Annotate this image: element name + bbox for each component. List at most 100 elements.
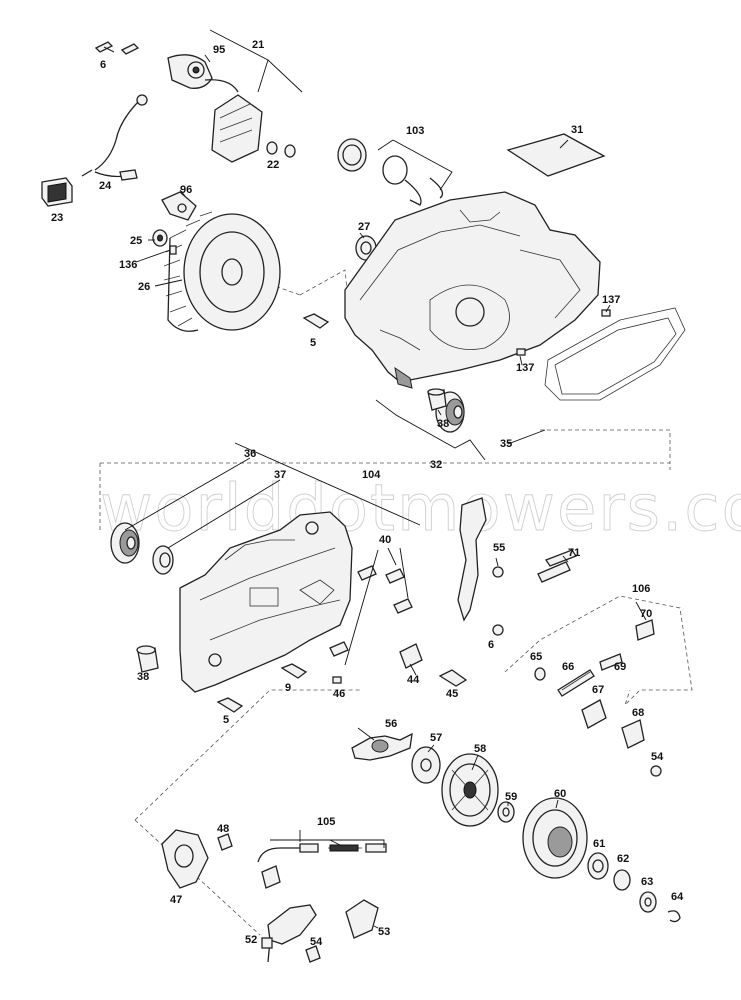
bush-38-lower xyxy=(136,645,159,673)
label-55: 55 xyxy=(493,542,505,554)
label-38-upper: 38 xyxy=(437,418,449,430)
bush-38-upper xyxy=(427,388,447,411)
watermark: worlddotmowers.co.uk xyxy=(100,472,741,546)
label-60: 60 xyxy=(554,788,566,800)
label-68: 68 xyxy=(632,707,644,719)
pump-52 xyxy=(261,904,317,963)
nut-25 xyxy=(152,229,168,247)
label-69: 69 xyxy=(614,661,626,673)
screw-6-top xyxy=(94,41,140,55)
label-56: 56 xyxy=(385,718,397,730)
label-137-mid: 137 xyxy=(516,362,534,374)
sprocket-61 xyxy=(587,852,609,880)
label-31: 31 xyxy=(571,124,583,136)
label-65: 65 xyxy=(530,651,542,663)
label-35: 35 xyxy=(500,438,512,450)
part-44 xyxy=(399,643,423,669)
label-5-upper: 5 xyxy=(310,337,316,349)
ignition-module xyxy=(81,54,263,181)
label-45: 45 xyxy=(446,688,458,700)
label-32: 32 xyxy=(430,459,442,471)
flywheel-26 xyxy=(163,211,281,332)
stud-71 xyxy=(537,549,577,583)
label-104: 104 xyxy=(362,469,381,481)
label-62: 62 xyxy=(617,853,629,865)
label-70: 70 xyxy=(640,608,652,620)
label-96: 96 xyxy=(180,184,192,196)
label-22: 22 xyxy=(267,159,279,171)
label-95: 95 xyxy=(213,44,225,56)
hose-105 xyxy=(257,843,387,889)
switch-23 xyxy=(41,177,73,207)
label-26: 26 xyxy=(138,281,150,293)
clip-64 xyxy=(667,910,681,923)
bracket-96 xyxy=(161,191,197,221)
label-47: 47 xyxy=(170,894,182,906)
key-136 xyxy=(169,245,177,255)
screw-45 xyxy=(438,669,468,687)
label-27: 27 xyxy=(358,221,370,233)
dowel-137 xyxy=(516,309,611,356)
crankcase-upper xyxy=(344,191,601,389)
label-106: 106 xyxy=(632,583,650,595)
washer-63 xyxy=(639,891,657,913)
screw-54-bottom xyxy=(305,945,321,963)
label-40: 40 xyxy=(379,534,391,546)
label-58: 58 xyxy=(474,743,486,755)
label-5-lower: 5 xyxy=(223,714,229,726)
label-21: 21 xyxy=(252,39,264,51)
label-105: 105 xyxy=(317,816,335,828)
label-6-top: 6 xyxy=(100,59,106,71)
label-36: 36 xyxy=(244,448,256,460)
bearing-36 xyxy=(110,522,140,564)
screw-5-upper xyxy=(302,313,330,329)
label-52: 52 xyxy=(245,934,257,946)
gasket-31 xyxy=(506,133,606,177)
label-103: 103 xyxy=(406,125,424,137)
label-53: 53 xyxy=(378,926,390,938)
label-24: 24 xyxy=(99,180,112,192)
label-38-lower: 38 xyxy=(137,671,149,683)
label-59: 59 xyxy=(505,791,517,803)
washer-57 xyxy=(411,746,441,784)
washer-59 xyxy=(497,801,515,823)
label-48: 48 xyxy=(217,823,229,835)
label-57: 57 xyxy=(430,732,442,744)
chain-catcher-55 xyxy=(457,497,504,636)
stud-40 xyxy=(329,565,413,657)
label-64: 64 xyxy=(671,891,684,903)
label-37: 37 xyxy=(274,469,286,481)
screw-5-lower xyxy=(216,697,244,713)
clutch-shoe-56 xyxy=(351,732,413,761)
part-labels: 6 95 21 22 24 23 96 25 136 26 103 31 27 … xyxy=(51,39,684,948)
seal-37 xyxy=(152,545,174,575)
gasket-right xyxy=(544,307,686,401)
cap-103 xyxy=(337,138,444,206)
label-137-top: 137 xyxy=(602,294,620,306)
label-63: 63 xyxy=(641,876,653,888)
label-54-bottom: 54 xyxy=(310,936,323,948)
bracket-47 xyxy=(161,829,209,889)
label-25: 25 xyxy=(130,235,142,247)
label-23: 23 xyxy=(51,212,63,224)
crankcase-lower xyxy=(179,511,353,693)
clutch-drum-60 xyxy=(522,797,588,879)
label-67: 67 xyxy=(592,684,604,696)
label-71: 71 xyxy=(568,547,580,559)
label-54-right: 54 xyxy=(651,751,664,763)
screw-48 xyxy=(217,833,233,851)
label-66: 66 xyxy=(562,661,574,673)
label-6-mid: 6 xyxy=(488,639,494,651)
label-46: 46 xyxy=(333,688,345,700)
label-61: 61 xyxy=(593,838,605,850)
pump-53 xyxy=(345,899,379,939)
screw-9 xyxy=(280,663,308,679)
label-9: 9 xyxy=(285,682,291,694)
bearing-62 xyxy=(613,869,631,891)
label-44: 44 xyxy=(407,674,420,686)
oil-pump-group xyxy=(504,595,693,777)
clutch-58 xyxy=(441,753,499,827)
label-136: 136 xyxy=(119,259,137,271)
washer-22 xyxy=(266,141,296,158)
